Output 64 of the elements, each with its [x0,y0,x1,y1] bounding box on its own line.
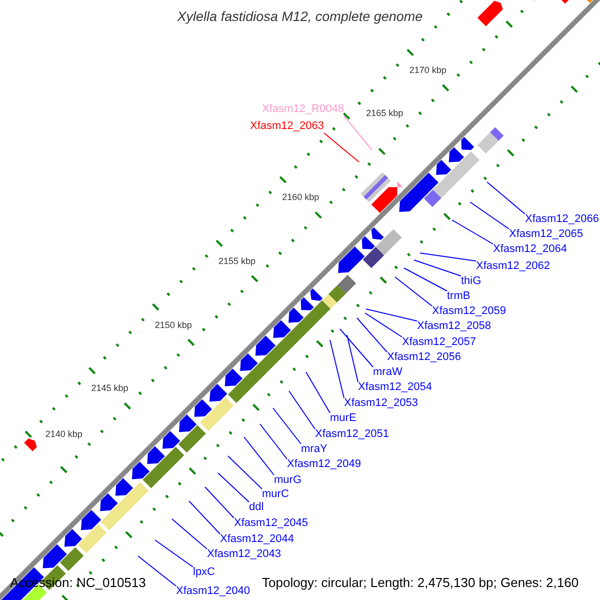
gene-label: Xfasm12_2062 [476,260,550,273]
leader-line [420,252,476,262]
leader-line [154,540,194,568]
gene-label: Xfasm12_2040 [176,585,250,598]
genome-summary-text: Topology: circular; Length: 2,475,130 bp; Genes: 2,160 [262,575,579,590]
gene-label: Xfasm12_2045 [234,517,308,530]
accession-text: Accession: NC_010513 [10,575,146,590]
position-label: 2140 kbp [45,429,82,440]
leader-line [452,220,494,244]
leader-line [218,472,250,502]
gene-label: Xfasm12_2043 [207,548,281,561]
gene-label: mraW [373,366,402,379]
leader-line [188,500,220,534]
gene-label: Xfasm12_R0048 [262,103,344,116]
gene-label: lpxC [193,566,216,579]
leader-line [343,116,372,150]
leader-line [244,436,274,476]
position-label: 2145 kbp [91,383,128,394]
gene-label: Xfasm12_2064 [493,243,567,256]
leader-line [204,486,234,518]
gene-label: Xfasm12_2065 [509,228,583,241]
gene-label: Xfasm12_2059 [432,305,506,318]
gene-label: Xfasm12_2044 [220,533,294,546]
leader-line [346,334,358,382]
leader-line [486,182,526,214]
position-label: 2170 kbp [409,65,446,76]
gene-label: Xfasm12_2058 [417,320,491,333]
title: Xylella fastidiosa M12, complete genome [176,9,424,24]
leader-line [404,268,448,292]
leader-line [356,318,388,352]
gene-label: Xfasm12_2049 [287,458,361,471]
gene-label: Xfasm12_2053 [344,397,418,410]
leader-line [366,308,418,322]
leader-line [470,202,510,230]
position-label: 2150 kbp [154,320,192,330]
leader-line [414,260,462,276]
gene-label: trmB [447,290,470,303]
leader-line [324,132,360,162]
leader-line [364,312,402,338]
gene-label: murE [330,412,356,425]
leader-line [340,328,374,368]
leader-line [228,456,262,490]
gene-label: ddl [249,501,264,514]
leader-line [138,556,176,586]
gene-label: mraY [301,443,328,456]
leader-line [288,390,316,430]
gene-label: Xfasm12_2051 [315,428,389,441]
position-label: 2165 kbp [366,108,404,118]
gene-label: Xfasm12_2066 [525,213,599,226]
gene-label: Xfasm12_2054 [358,381,432,394]
gene-label: thiG [461,275,482,288]
gene-label: murG [274,474,302,487]
leader-line [172,518,208,550]
position-label: 2155 kbp [218,256,256,266]
leader-line [306,372,330,414]
gene-label: Xfasm12_2056 [387,351,461,364]
gene-label: Xfasm12_2063 [250,120,324,133]
leader-line [272,408,302,444]
leader-line [330,340,344,398]
gene-label: murC [262,488,289,501]
gene-label: Xfasm12_2057 [402,336,476,349]
leader-line [394,276,432,306]
position-label: 2160 kbp [282,192,320,202]
leader-line [260,424,288,460]
